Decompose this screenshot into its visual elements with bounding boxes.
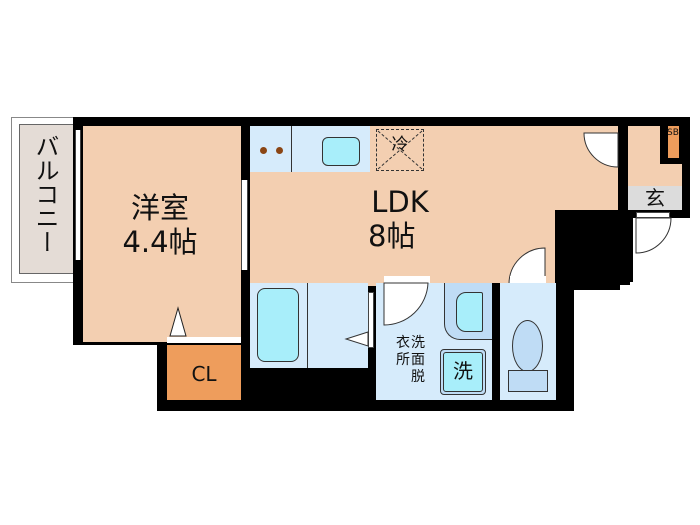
ldk-size: 8帖 (368, 219, 416, 253)
sink-icon (322, 137, 360, 166)
shoe-box-label: SB (667, 128, 679, 138)
burner-icon-2 (276, 147, 283, 154)
washroom-door-opening (384, 276, 430, 283)
wall-entrance-top (628, 117, 690, 126)
washroom-label-3: 脱 (396, 369, 426, 385)
western-room-name: 洋室 (130, 191, 189, 225)
entrance-label: 玄 (645, 186, 665, 210)
toilet-bowl-icon (512, 320, 543, 372)
ldk-entrance-divider (618, 117, 630, 217)
toilet-right-wall (556, 283, 574, 410)
ldk-name: LDK (371, 185, 429, 219)
shoe-box (668, 126, 679, 158)
closet-label: CL (191, 362, 217, 386)
shower-area (308, 283, 368, 368)
washer-label: 洗 (453, 359, 473, 383)
vanity-basin-icon (456, 292, 483, 332)
closet-door-icon (169, 306, 187, 337)
western-room (83, 126, 241, 342)
washroom-label-1: 衣洗 (396, 335, 426, 351)
sliding-door-ldk (241, 180, 248, 270)
burner-icon-1 (260, 147, 267, 154)
toilet-tank-icon (508, 370, 548, 392)
entrance-floor (628, 186, 682, 211)
cutout-bottom-left (73, 345, 157, 425)
window-balcony (75, 130, 81, 260)
cutout-bottom-right (574, 282, 700, 422)
fridge-label: 冷 (391, 135, 409, 155)
bathroom-door (368, 292, 374, 348)
fridge-space (376, 129, 424, 171)
washroom-door-icon (383, 282, 429, 326)
washer-inner (443, 352, 483, 392)
bathtub-icon (257, 288, 299, 362)
balcony-label: バルコニー (31, 134, 59, 254)
door-ldk-entrance-icon (583, 132, 619, 168)
washroom-label-2: 所面 (396, 352, 426, 368)
bathroom-bottom-wall (250, 368, 376, 410)
western-room-size: 4.4帖 (122, 225, 198, 259)
balcony (19, 124, 75, 274)
bathroom-door-icon (344, 331, 369, 347)
wall-entrance-right (682, 117, 690, 217)
front-door-icon (635, 217, 672, 254)
closet-opening (167, 337, 241, 343)
toilet-door-opening (510, 276, 546, 283)
closet (167, 345, 241, 400)
washer-space (440, 349, 486, 395)
washroom-toilet-wall (492, 283, 500, 410)
kitchen-stove (250, 126, 292, 172)
ldk-notch-wall (555, 210, 620, 290)
